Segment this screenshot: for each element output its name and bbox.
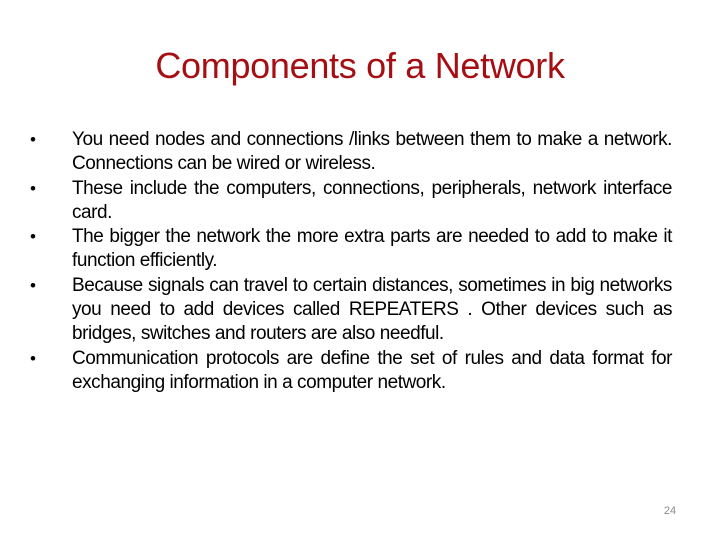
bullet-dot-icon: • [30, 348, 36, 368]
bullet-dot-icon: • [30, 227, 36, 247]
bullet-item: • You need nodes and connections /links … [28, 128, 672, 177]
bullet-dot-icon: • [30, 178, 36, 198]
bullet-item: • The bigger the network the more extra … [28, 225, 672, 274]
bullet-text: Because signals can travel to certain di… [72, 274, 672, 345]
bullet-list: • You need nodes and connections /links … [28, 128, 672, 395]
bullet-dot-icon: • [30, 130, 36, 149]
bullet-dot-icon: • [30, 275, 36, 295]
bullet-text: Communication protocols are define the s… [72, 347, 672, 393]
bullet-text: These include the computers, connections… [72, 177, 672, 223]
bullet-item: • Communication protocols are define the… [28, 347, 672, 396]
bullet-text: The bigger the network the more extra pa… [72, 226, 672, 272]
page-number: 24 [663, 505, 677, 517]
bullet-item: • Because signals can travel to certain … [28, 274, 672, 347]
bullet-item: • These include the computers, connectio… [28, 177, 672, 226]
slide-title: Components of a Network [155, 45, 565, 86]
bullet-text: You need nodes and connections /links be… [72, 129, 672, 175]
